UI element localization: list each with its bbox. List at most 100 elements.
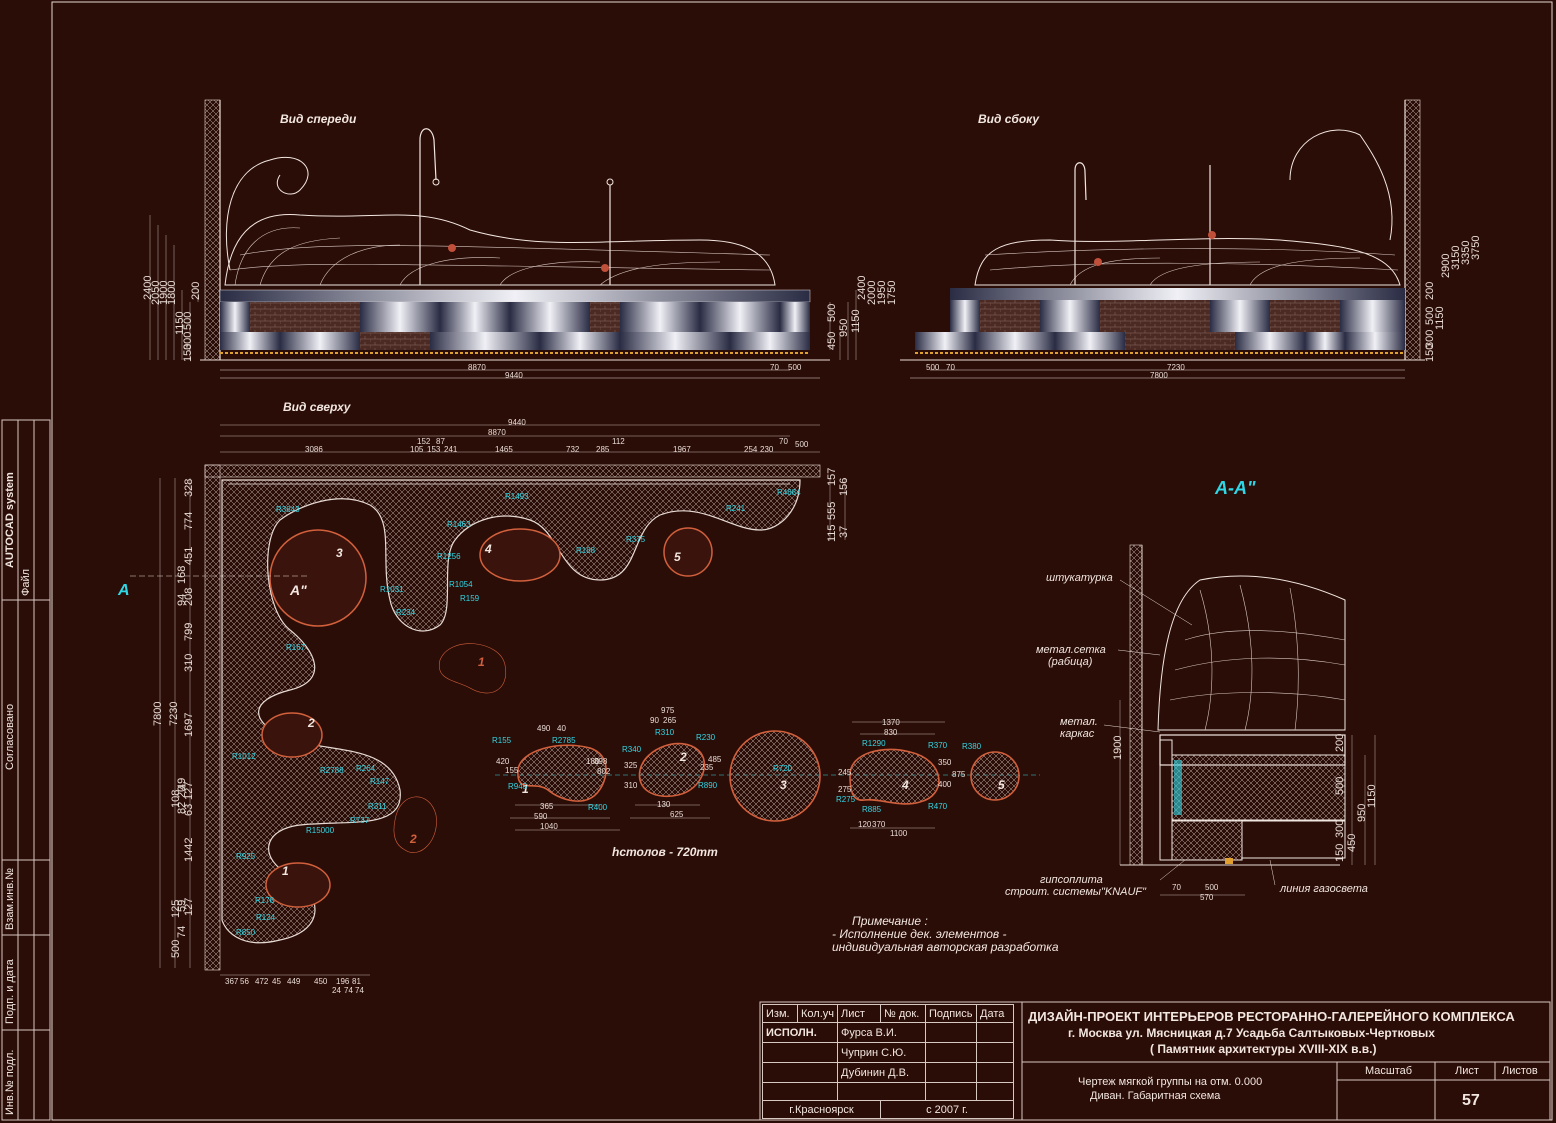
front-base-row2 <box>220 332 810 350</box>
city-cell: г.Красноярск <box>762 1100 881 1119</box>
section-dim-r-2: 300 <box>1334 819 1346 838</box>
front-dim-h-150: 150 <box>182 343 194 362</box>
section-dim-b-2: 570 <box>1200 893 1214 902</box>
detail-dim-0: 490 <box>537 724 551 733</box>
strip-autocad: AUTOCAD system <box>4 472 16 568</box>
detail-dim-7: 180 <box>586 757 600 766</box>
top-left-dim-22: 7800 <box>152 701 164 726</box>
tables-height-note: hстолов - 720mm <box>612 845 718 859</box>
detail-dim-12: R945 <box>508 782 528 791</box>
top-left-dim-1: 774 <box>183 511 195 530</box>
top-bottom-dim-9: 74 <box>344 986 353 995</box>
top-left-dim-11: 127 <box>183 781 195 800</box>
front-base-row1 <box>220 302 810 332</box>
top-radius-17: R311 <box>368 802 387 811</box>
table-details <box>495 721 1040 831</box>
top-row3-dim-4: 153 <box>427 445 441 454</box>
side-dim-r-150: 150 <box>1424 343 1436 362</box>
th-sign: Подпись <box>925 1004 977 1023</box>
top-row3-dim-12: 230 <box>760 445 774 454</box>
detail-dim-30: 245 <box>838 768 852 777</box>
top-radius-14: R2788 <box>320 766 344 775</box>
detail-dim-37: 1100 <box>890 829 908 838</box>
top-radius-16: R147 <box>370 777 390 786</box>
title-block-table: Изм. Кол.уч Лист № док. Подпись Дата ИСП… <box>762 1004 1014 1119</box>
detail-dim-31: 275 <box>838 785 852 794</box>
front-dim-h-500: 500 <box>182 311 194 330</box>
front-dim-8870: 8870 <box>468 363 486 372</box>
top-radius-1: R1493 <box>505 492 529 501</box>
section-label-neon: линия газосвета <box>1280 883 1368 895</box>
note-title: Примечание : <box>852 914 928 928</box>
section-aa <box>1103 544 1376 896</box>
side-dim-70: 70 <box>946 363 955 372</box>
detail-table-2 <box>638 742 706 797</box>
section-dim-r-0: 200 <box>1334 733 1346 752</box>
detail-dim-40: R275 <box>836 795 856 804</box>
front-dim-70: 70 <box>770 363 779 372</box>
top-left-dim-15: 1442 <box>183 837 195 862</box>
top-row3-dim-6: 1465 <box>495 445 513 454</box>
top-radius-8: R4684 <box>777 488 801 497</box>
plan-outline-1 <box>438 643 507 694</box>
section-dim-r-1: 500 <box>1334 776 1346 795</box>
top-radius-19: R15000 <box>306 826 335 835</box>
top-radius-9: R241 <box>726 504 746 513</box>
detail-dim-28: 1370 <box>882 718 900 727</box>
top-row3-dim-11: 254 <box>744 445 758 454</box>
top-radius-23: R850 <box>236 928 256 937</box>
front-view-title: Вид спереди <box>280 112 357 126</box>
plan-table-5 <box>663 527 713 577</box>
top-radius-12: R167 <box>286 643 306 652</box>
section-marker-a2: А" <box>290 582 307 598</box>
side-dim-500: 500 <box>926 363 940 372</box>
role-cell: ИСПОЛН. <box>762 1022 838 1043</box>
sheet-line2: Диван. Габаритная схема <box>1090 1090 1221 1102</box>
detail-dim-18: 310 <box>624 781 638 790</box>
plan-table-3 <box>269 529 367 627</box>
top-bottom-dim-10: 74 <box>355 986 364 995</box>
sheet-number: 57 <box>1462 1092 1480 1109</box>
side-dim-r-3750: 3750 <box>1470 235 1482 260</box>
detail-dim-8: 398 <box>594 757 608 766</box>
top-radius-5: R234 <box>396 608 416 617</box>
strip-inv: Инв.№ подл. <box>4 1049 16 1115</box>
note-line1: - Исполнение дек. элементов - <box>832 927 1007 941</box>
top-left-dim-17: 127 <box>183 897 195 916</box>
plan-num-2: 2 <box>308 716 315 730</box>
detail-dim-23: R340 <box>622 745 642 754</box>
detail-dim-15: 90 <box>650 716 659 725</box>
top-bottom-dim-4: 449 <box>287 977 301 986</box>
detail-dim-24: R310 <box>655 728 675 737</box>
section-marker-a: А <box>118 582 130 599</box>
top-bottom-dim-2: 472 <box>255 977 269 986</box>
sheets-header: Листов <box>1502 1065 1538 1077</box>
detail-dim-34: 875 <box>952 770 966 779</box>
side-dim-7230: 7230 <box>1167 363 1185 372</box>
section-title: А-А" <box>1215 478 1256 498</box>
detail-dim-17: 325 <box>624 761 638 770</box>
front-dim-500: 500 <box>788 363 802 372</box>
top-row3-dim-8: 112 <box>612 437 625 446</box>
detail-dim-1: 40 <box>557 724 566 733</box>
detail-dim-19: 235 <box>700 763 714 772</box>
detail-dim-21: 130 <box>657 800 671 809</box>
detail-dim-3: 155 <box>505 766 519 775</box>
sheet-line1: Чертеж мягкой группы на отм. 0.000 <box>1078 1076 1263 1088</box>
top-right-dim-3: 115 <box>826 524 838 542</box>
section-dim-r-3: 150 <box>1334 843 1346 862</box>
side-dim-r-200: 200 <box>1424 281 1436 300</box>
person-1: Фурса В.И. <box>837 1022 926 1043</box>
detail-dim-10: R155 <box>492 736 512 745</box>
detail-dim-11: R2785 <box>552 736 576 745</box>
top-bottom-dim-7: 81 <box>352 977 361 986</box>
top-left-dim-20: 500 <box>170 939 182 958</box>
copyright-cell: с 2007 г. <box>880 1100 1014 1119</box>
top-row3-dim-1: 152 <box>417 437 431 446</box>
detail-dim-33: 400 <box>938 780 952 789</box>
section-dim-b-1: 500 <box>1205 883 1219 892</box>
person-3: Дубинин Д.В. <box>837 1062 926 1083</box>
top-view <box>130 424 846 976</box>
